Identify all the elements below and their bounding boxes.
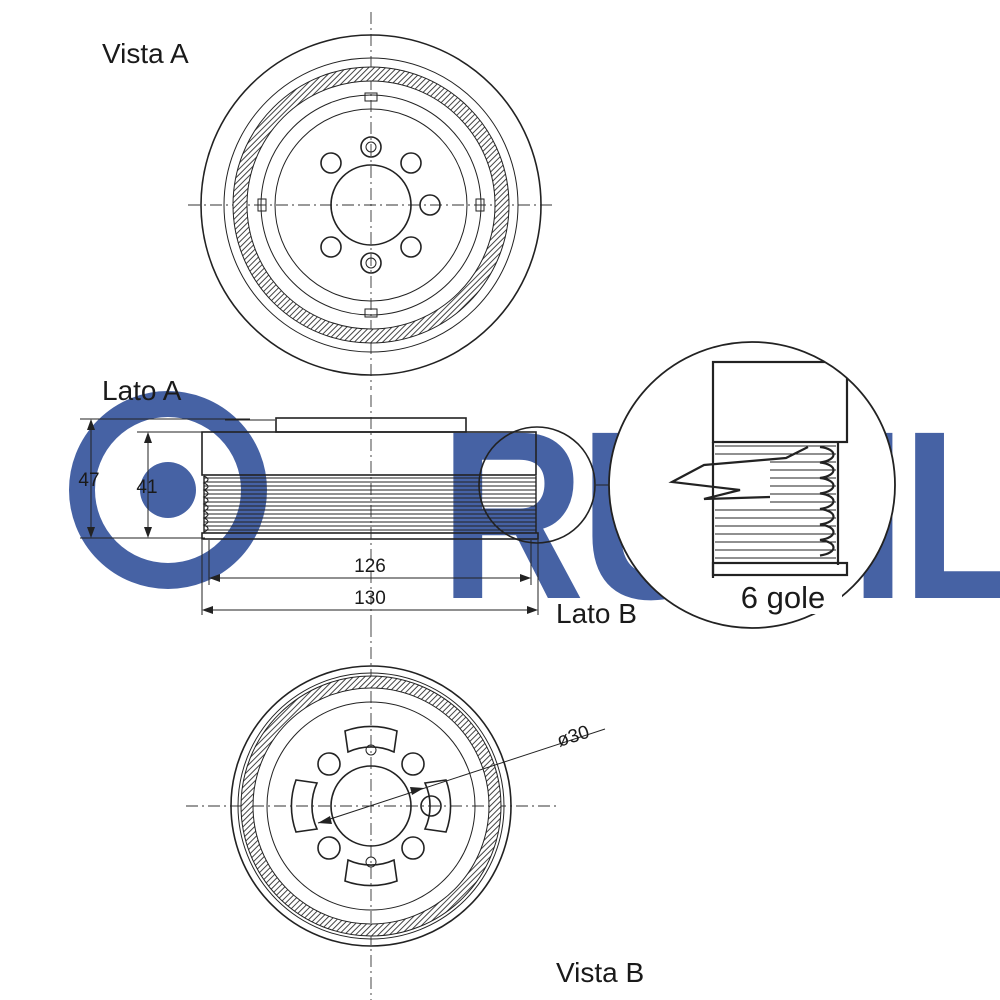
- rubber-outer: [240, 675, 502, 937]
- rubber-ring: [233, 67, 509, 343]
- bolt-hole: [320, 152, 342, 174]
- bolt-hole: [420, 795, 442, 817]
- grooves-label: 6 gole: [741, 580, 825, 615]
- outer-rim: [230, 665, 512, 947]
- groove-profile-zigzag: [668, 446, 809, 501]
- tab: [257, 198, 267, 212]
- tab: [364, 308, 378, 318]
- groove-ribs: [202, 475, 209, 533]
- diameter-dim-line: [317, 728, 606, 824]
- bolt-holes: [320, 136, 441, 274]
- dim-label-126: 126: [354, 556, 386, 577]
- dim-label-47: 47: [78, 470, 99, 491]
- lato-b-label: Lato B: [556, 598, 637, 629]
- hub-step: [274, 108, 468, 302]
- hub-spoke-top: [344, 725, 398, 754]
- rubber-inner: [246, 80, 496, 330]
- rubber-inner: [252, 687, 490, 925]
- watermark-hub: [140, 462, 196, 518]
- center-bore: [330, 765, 412, 847]
- groove-wave: [819, 445, 835, 557]
- pin-hole: [365, 856, 377, 868]
- bolt-hole-center: [365, 141, 377, 153]
- detail-content: [668, 360, 849, 578]
- dim-arrow: [410, 787, 424, 795]
- rubber-ring: [241, 676, 501, 936]
- vista-b-view: ø30: [186, 625, 606, 1000]
- label-bg: [722, 578, 842, 614]
- groove-detail: 6 gole: [608, 341, 896, 629]
- center-bore: [330, 164, 412, 246]
- hub-outer: [260, 94, 482, 316]
- inertia-ring: [201, 431, 537, 476]
- rim-inner-edge: [237, 672, 505, 940]
- bolt-hole: [360, 136, 382, 158]
- bolt-hole: [419, 194, 441, 216]
- dim-arrow: [87, 527, 95, 538]
- tab: [475, 198, 485, 212]
- bolt-hole: [360, 252, 382, 274]
- bolt-hole-center: [365, 257, 377, 269]
- dim-arrow: [527, 606, 538, 614]
- dim-arrow: [520, 574, 531, 582]
- bolt-holes: [317, 744, 442, 868]
- detail-groove-lines: [715, 445, 836, 559]
- vista-a-view: [188, 12, 555, 390]
- dim-arrow: [202, 606, 213, 614]
- detail-flange: [711, 561, 849, 577]
- tab: [364, 92, 378, 102]
- bolt-hole: [400, 152, 422, 174]
- outer-rim: [200, 34, 542, 376]
- bolt-hole: [317, 836, 341, 860]
- hub-spoke-left: [290, 779, 319, 833]
- bolt-hole: [401, 836, 425, 860]
- belt-grooves: [202, 475, 537, 533]
- lato-a-label: Lato A: [102, 375, 182, 406]
- hub-tabs: [257, 92, 485, 318]
- dim-label-130: 130: [354, 588, 386, 609]
- base-flange: [201, 532, 539, 540]
- bolt-hole: [320, 236, 342, 258]
- rubber-outer: [232, 66, 510, 344]
- hub-outer: [266, 701, 476, 911]
- diameter-label: ø30: [554, 722, 592, 752]
- dim-arrow: [144, 527, 152, 538]
- detail-ring-block: [711, 360, 849, 444]
- side-view: 47 41 126 130: [78, 395, 640, 625]
- pin-hole: [365, 744, 377, 756]
- dim-label-41: 41: [136, 477, 157, 498]
- bolt-hole: [401, 752, 425, 776]
- rim-inner-edge: [223, 57, 519, 353]
- hub-spoke-right: [423, 779, 452, 833]
- bolt-hole: [400, 236, 422, 258]
- hub-spoke-bottom: [344, 858, 398, 887]
- dim-arrow: [144, 432, 152, 443]
- dim-arrow: [87, 419, 95, 430]
- vista-a-label: Vista A: [102, 38, 189, 69]
- dim-arrow: [318, 816, 332, 824]
- bolt-hole: [317, 752, 341, 776]
- detail-marker-circle: [478, 426, 596, 544]
- vista-b-label: Vista B: [556, 957, 644, 988]
- detail-circle: [608, 341, 896, 629]
- dim-arrow: [209, 574, 220, 582]
